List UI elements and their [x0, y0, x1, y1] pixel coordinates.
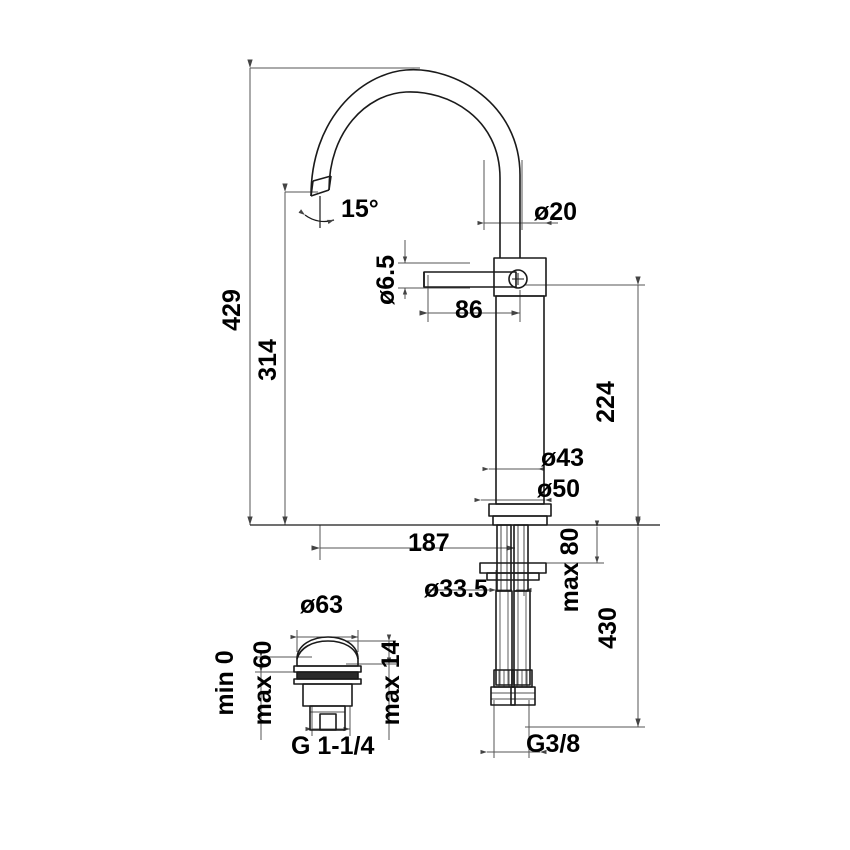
dimension-labels: 429 314 15° ø20 ø6.5 86 224 ø43 ø50 187 …	[211, 195, 622, 760]
label-handle-length: 86	[455, 296, 483, 324]
label-spout-diameter: ø20	[534, 198, 577, 226]
angle-annotation	[298, 196, 335, 228]
label-shank-diameter: ø33.5	[424, 575, 488, 603]
label-waste-max-height: max 14	[377, 641, 405, 726]
label-waste-cap-diameter: ø63	[300, 591, 343, 619]
label-supply-connection: G3/8	[526, 730, 580, 758]
label-waste-thread: G 1-1/4	[291, 732, 374, 760]
label-body-height: 224	[592, 381, 620, 423]
label-overall-height: 429	[218, 289, 246, 331]
dimension-lines	[247, 59, 645, 758]
label-handle-thickness: ø6.5	[372, 255, 400, 305]
label-waste-max-travel: max 60	[249, 641, 277, 726]
label-spout-height: 314	[254, 339, 282, 381]
label-outlet-angle: 15°	[341, 195, 379, 223]
label-base-diameter: ø50	[537, 475, 580, 503]
label-waste-min-travel: min 0	[211, 650, 239, 715]
faucet-outline	[250, 68, 660, 731]
label-max-deck: max 80	[556, 528, 584, 613]
label-column-diameter: ø43	[541, 444, 584, 472]
label-hose-length: 430	[594, 607, 622, 649]
label-spout-reach: 187	[408, 529, 450, 557]
